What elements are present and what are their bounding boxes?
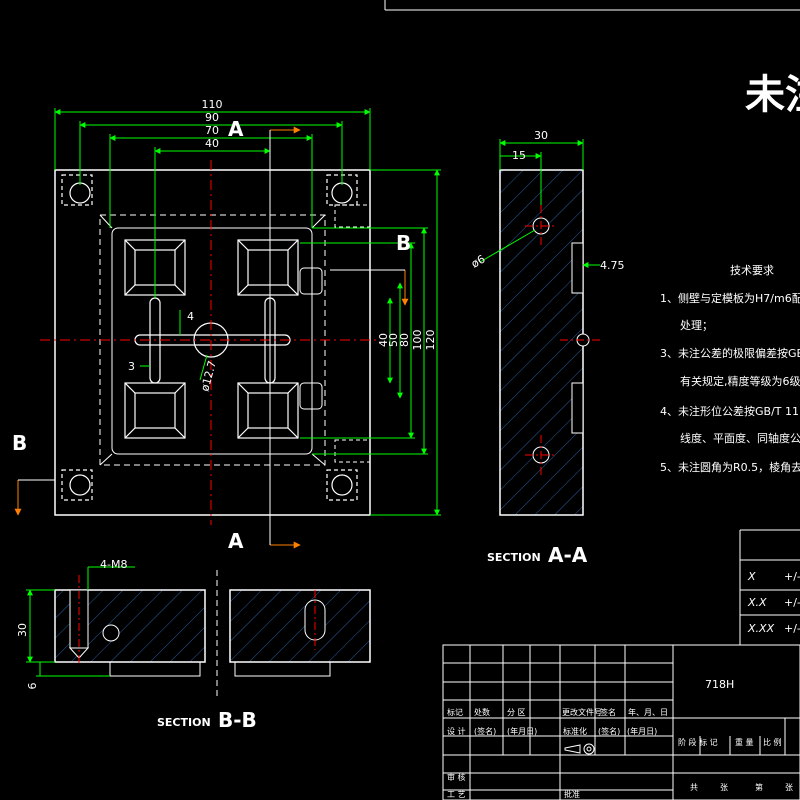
side-features [99, 204, 371, 466]
section-aa-view [479, 139, 600, 516]
tb-r1-c3: 分 区 [507, 708, 526, 717]
aa-label-prefix: SECTION [487, 551, 541, 564]
tol-val-2: +/- [784, 596, 800, 609]
dim-3: 3 [128, 360, 135, 373]
dim-hole-12-7: ø12.7 [198, 359, 219, 393]
tech-req-line-7: 5、未注圆角为R0.5，棱角去毛 [660, 460, 800, 474]
tb-stage-2: 重 量 [735, 737, 754, 747]
tol-val-1: +/- [784, 570, 800, 583]
tol-val-3: +/- [784, 622, 800, 635]
dim-40: 40 [205, 137, 219, 150]
tol-row-x: X [747, 570, 756, 583]
plate-outline [54, 169, 371, 516]
tb-stage-3: 比 例 [763, 737, 782, 747]
dim-110: 110 [202, 98, 223, 111]
small-dimensions [140, 310, 208, 381]
bb-dim-6: 6 [26, 683, 39, 690]
tb-r2-c5: (签名) [598, 726, 620, 736]
right-dimensions [300, 169, 441, 516]
tb-material: 718H [705, 678, 734, 691]
dim-right-50: 50 [387, 333, 400, 347]
tb-sheet-1: 共 [690, 783, 698, 792]
tech-req-line-6: 线度、平面度、同轴度公差 [680, 431, 800, 445]
tol-row-xxx: X.XX [747, 622, 775, 635]
tb-r1-c5: 签名 [600, 707, 616, 717]
tb-r2-c4: 标准化 [563, 726, 587, 736]
tb-review: 审 核 [447, 772, 466, 782]
section-lines [18, 130, 405, 545]
aa-dim-15: 15 [512, 149, 526, 162]
aa-label-name: A-A [548, 543, 588, 567]
tb-r1-c1: 标记 [447, 707, 463, 717]
section-arrows [14, 126, 409, 549]
tb-approve: 批准 [564, 789, 580, 799]
tech-req-line-4: 有关规定,精度等级为6级; [680, 374, 800, 388]
section-mark-b-right: B [396, 231, 411, 255]
tb-process: 工 艺 [447, 790, 466, 799]
projection-symbol-icon [564, 743, 595, 755]
aa-dim-30: 30 [534, 129, 548, 142]
dim-right-120: 120 [424, 330, 437, 351]
tb-stage-1: 阶 段 标 记 [678, 737, 718, 747]
tb-r1-c4: 更改文件号 [562, 707, 602, 717]
section-bb-view [26, 566, 371, 700]
section-mark-a-bottom: A [228, 529, 244, 553]
bb-dim-30: 30 [16, 623, 29, 637]
tb-sheet-4: 张 [785, 783, 793, 792]
bb-label-name: B-B [218, 708, 257, 732]
tech-req-line-1: 1、侧壁与定模板为H7/m6配合 [660, 291, 800, 305]
bb-thread: 4-M8 [100, 558, 127, 571]
tb-r2-c1: 设 计 [447, 726, 466, 736]
tech-req-line-5: 4、未注形位公差按GB/T 11 [660, 404, 799, 418]
tech-req-heading: 技术要求 [730, 264, 774, 277]
tb-r1-c2: 处数 [474, 707, 490, 717]
dim-right-100: 100 [411, 330, 424, 351]
section-mark-b-left: B [12, 431, 27, 455]
tech-req-line-3: 3、未注公差的极限偏差按GB/ [660, 346, 800, 360]
dim-90: 90 [205, 111, 219, 124]
tb-sheet-2: 张 [720, 783, 728, 792]
tech-req-line-2: 处理； [680, 319, 713, 332]
plan-view [40, 160, 380, 525]
title-block [442, 644, 800, 800]
tb-r2-c6: (年月日) [627, 726, 657, 736]
centerlines [40, 160, 380, 525]
bb-label-prefix: SECTION [157, 716, 211, 729]
aa-dim-hole: ø6 [469, 252, 487, 270]
section-mark-a-top: A [228, 117, 244, 141]
drawing-frame [384, 0, 800, 11]
tb-r2-c3: (年月日) [507, 726, 537, 736]
tb-r1-c6: 年、月、日 [628, 707, 668, 717]
corner-holes [61, 174, 358, 501]
dim-right-40: 40 [377, 333, 390, 347]
dim-right-80: 80 [398, 333, 411, 347]
tol-row-xx: X.X [747, 596, 767, 609]
dim-70: 70 [205, 124, 219, 137]
tb-r2-c2: (签名) [474, 726, 496, 736]
aa-dim-groove: 4.75 [600, 259, 625, 272]
drawing-title: 未注 [745, 72, 800, 118]
cavity-boundary [99, 214, 326, 466]
insert-outline [111, 227, 313, 455]
dim-4: 4 [187, 310, 194, 323]
tb-sheet-3: 第 [755, 782, 763, 792]
